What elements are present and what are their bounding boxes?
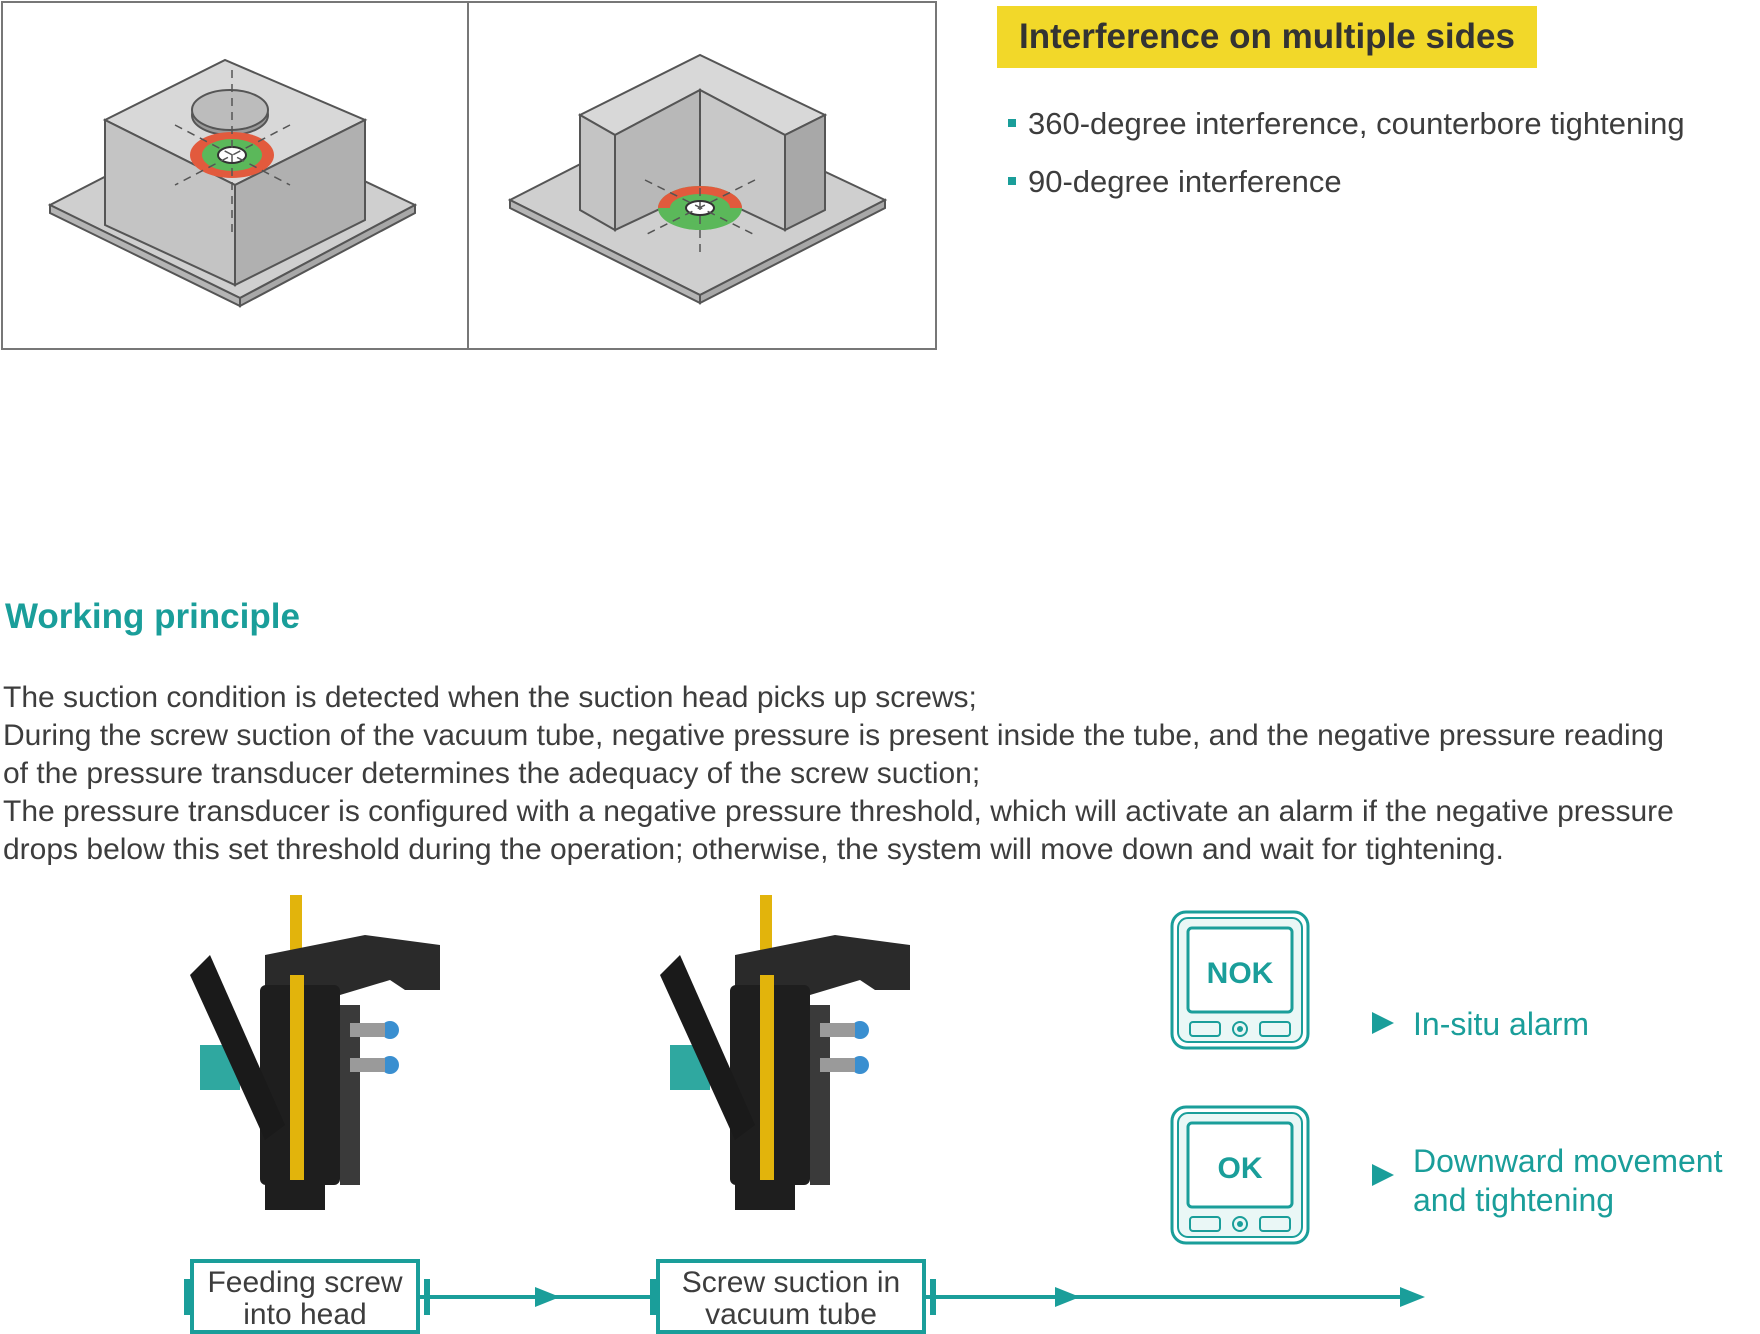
interference-90-illustration xyxy=(507,53,888,305)
flow-step-1-line-2: into head xyxy=(243,1298,367,1331)
principle-line-3: of the pressure transducer determines th… xyxy=(3,757,981,790)
bullet-90-interference: 90-degree interference xyxy=(1008,164,1342,200)
outcome-downward-tightening: Downward movement and tightening xyxy=(1413,1142,1722,1220)
illustration-frame xyxy=(1,1,937,350)
flow-step-2-line-2: vacuum tube xyxy=(705,1298,877,1331)
flow-step-screw-suction: Screw suction in vacuum tube xyxy=(656,1259,926,1334)
suction-head-vacuum-icon xyxy=(660,895,910,1210)
play-arrow-icon xyxy=(1372,1164,1394,1186)
pressure-display-ok: OK xyxy=(1170,1105,1310,1245)
display-label-ok: OK xyxy=(1218,1152,1263,1185)
working-principle-title: Working principle xyxy=(5,597,300,636)
interference-title: Interference on multiple sides xyxy=(997,6,1537,68)
pressure-display-nok: NOK xyxy=(1170,910,1310,1050)
principle-line-4: The pressure transducer is configured wi… xyxy=(3,795,1674,828)
principle-line-5: drops below this set threshold during th… xyxy=(3,833,1504,866)
flow-step-feeding-screw: Feeding screw into head xyxy=(190,1259,420,1334)
outcome-in-situ-alarm: In-situ alarm xyxy=(1413,1006,1590,1042)
bullet-square-icon xyxy=(1008,118,1016,127)
flow-step-2-line-1: Screw suction in xyxy=(681,1266,901,1299)
bullet-text: 360-degree interference, counterbore tig… xyxy=(1028,106,1685,141)
play-arrow-icon xyxy=(1372,1012,1394,1034)
counterbore-360-illustration xyxy=(47,58,418,308)
display-label-nok: NOK xyxy=(1207,957,1274,990)
principle-line-2: During the screw suction of the vacuum t… xyxy=(3,719,1664,752)
bullet-square-icon xyxy=(1008,176,1016,185)
illustration-divider xyxy=(467,1,469,350)
suction-head-feeding-icon xyxy=(190,895,440,1210)
outcome-line-1: Downward movement xyxy=(1413,1143,1723,1179)
bullet-text: 90-degree interference xyxy=(1028,164,1342,199)
outcome-line-2: and tightening xyxy=(1413,1182,1615,1218)
flow-step-1-line-1: Feeding screw xyxy=(207,1266,403,1299)
bullet-360-interference: 360-degree interference, counterbore tig… xyxy=(1008,106,1685,142)
principle-line-1: The suction condition is detected when t… xyxy=(3,681,977,714)
